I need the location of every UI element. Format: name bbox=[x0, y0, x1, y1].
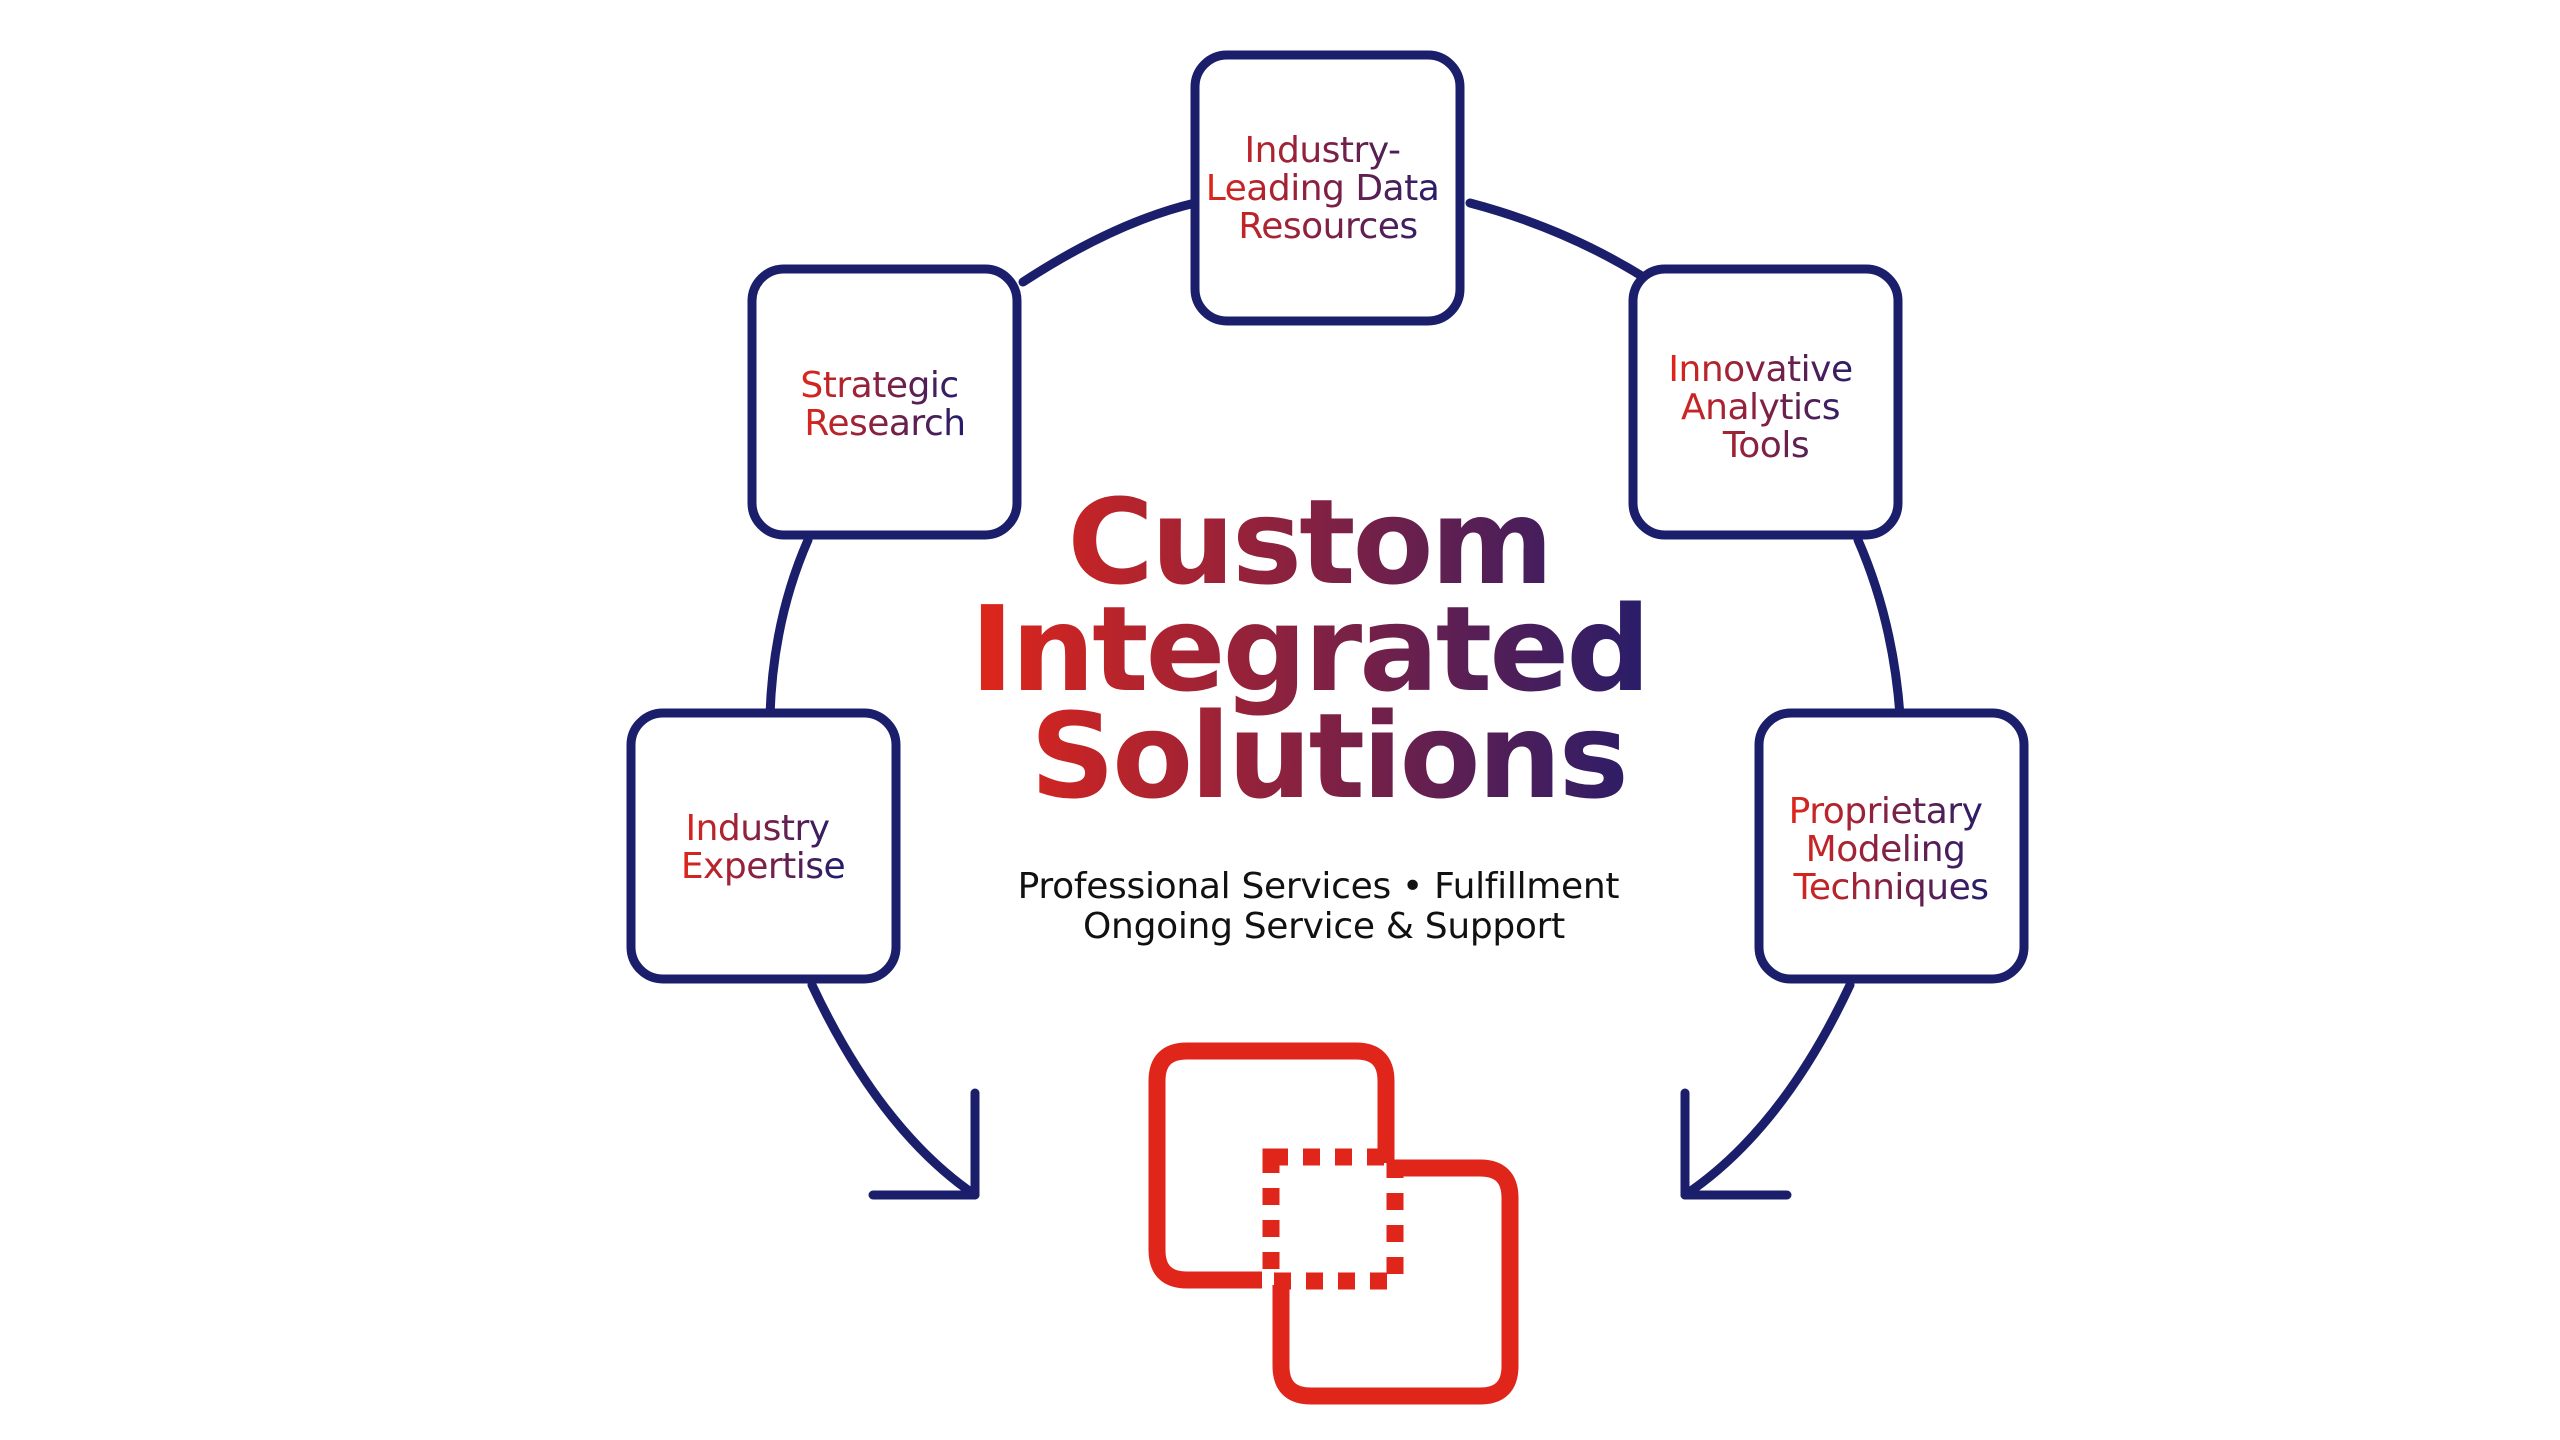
center-subtitle: Professional Services • Fulfillment Ongo… bbox=[1018, 866, 1631, 947]
integration-overlap-squares-icon bbox=[1148, 1042, 1519, 1405]
ring-arc-left bbox=[765, 535, 813, 720]
node-boxes bbox=[626, 50, 2029, 984]
node-box-strategic-research bbox=[747, 264, 1022, 540]
node-labels: Industry- Leading Data Resources Strateg… bbox=[681, 130, 1994, 908]
node-box-innovative-analytics-tools bbox=[1628, 264, 1903, 540]
node-label-line: Leading Data bbox=[1206, 168, 1440, 209]
node-box-industry-leading-data-resources bbox=[1190, 50, 1465, 326]
node-label-innovative-analytics-tools: Innovative Analytics Tools bbox=[1668, 349, 1863, 466]
node-label-line: Modeling bbox=[1806, 829, 1966, 870]
node-label-line: Tools bbox=[1722, 425, 1809, 466]
ring-arc-top-left bbox=[1018, 198, 1200, 287]
node-box-proprietary-modeling-techniques bbox=[1754, 708, 2029, 984]
node-label-line: Proprietary bbox=[1789, 791, 1983, 832]
node-label-line: Analytics bbox=[1681, 387, 1840, 428]
center-title-text: Custom Integrated Solutions bbox=[970, 473, 1686, 825]
curved-arrow-down-right-icon bbox=[807, 980, 980, 1200]
title-line-integrated: Integrated bbox=[970, 580, 1648, 718]
node-label-line: Industry- bbox=[1245, 130, 1401, 171]
subtitle-line-support: Ongoing Service & Support bbox=[1083, 906, 1565, 947]
node-label-industry-leading-data-resources: Industry- Leading Data Resources bbox=[1206, 130, 1451, 247]
title-line-custom: Custom bbox=[1067, 473, 1550, 611]
cycle-ring bbox=[765, 198, 1905, 720]
title-line-solutions: Solutions bbox=[1030, 687, 1626, 825]
icon-square-back bbox=[1148, 1042, 1395, 1289]
node-label-line: Techniques bbox=[1792, 867, 1988, 908]
ring-arc-right bbox=[1853, 535, 1905, 720]
node-label-line: Industry bbox=[685, 808, 829, 849]
curved-arrow-down-left-icon bbox=[1680, 980, 1855, 1200]
subtitle-line-services: Professional Services • Fulfillment bbox=[1018, 866, 1620, 907]
node-label-line: Strategic bbox=[800, 365, 958, 406]
subtitle-text: Professional Services • Fulfillment Ongo… bbox=[1018, 866, 1631, 947]
node-label-line: Research bbox=[804, 403, 965, 444]
node-label-strategic-research: Strategic Research bbox=[800, 365, 969, 444]
node-label-line: Expertise bbox=[681, 846, 845, 887]
node-box-industry-expertise bbox=[626, 708, 901, 984]
node-label-line: Resources bbox=[1238, 206, 1417, 247]
node-label-industry-expertise: Industry Expertise bbox=[681, 808, 845, 887]
node-label-proprietary-modeling-techniques: Proprietary Modeling Techniques bbox=[1789, 791, 1994, 908]
node-label-line: Innovative bbox=[1668, 349, 1852, 390]
ring-arc-top-right bbox=[1465, 198, 1650, 283]
icon-square-front bbox=[1272, 1159, 1519, 1405]
icon-dashed-overlap bbox=[1262, 1148, 1404, 1290]
center-title: Custom Integrated Solutions bbox=[970, 473, 1686, 825]
